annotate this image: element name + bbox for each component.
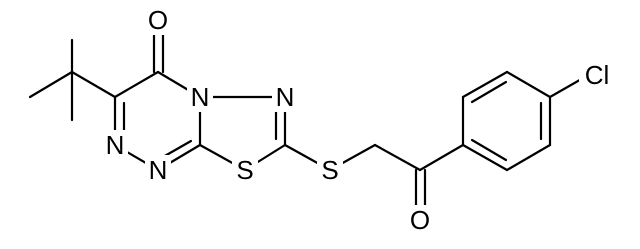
bond-methyl-left: [28, 70, 74, 99]
tert-butyl-group: [28, 38, 117, 122]
bond-ar6-ar1-double: [470, 138, 508, 162]
bond-ch2-co: [373, 143, 422, 172]
atom-labels: O N N S N N S O Cl: [102, 5, 615, 235]
thiadiazole-sulfur-label: S: [236, 155, 253, 185]
carbonyl-group: [152, 28, 165, 74]
bond-c3-c4: [113, 70, 160, 99]
triazinone-ring: [113, 70, 202, 172]
bond-ar2-ar3: [461, 70, 509, 99]
chlorophenyl-ring: [461, 70, 587, 172]
thiadiazole-nitrogen-label: N: [276, 82, 295, 112]
triazinone-nitrogen-3-label: N: [106, 130, 125, 160]
side-chain: [283, 143, 465, 212]
chlorine-label: Cl: [585, 60, 610, 90]
bond-tbutyl-ring: [70, 70, 117, 99]
triazinone-nitrogen-2-label: N: [149, 155, 168, 185]
thioether-sulfur-label: S: [321, 155, 338, 185]
bond-co-aryl: [418, 143, 465, 172]
bond-ar3-ar4: [505, 70, 552, 99]
bond-ar5-ar6: [505, 143, 552, 172]
bond-ar6-ar1: [461, 143, 509, 172]
ketone-oxygen-label: O: [410, 205, 430, 235]
bond-ar2-ar3-double: [470, 80, 508, 104]
carbonyl-oxygen-label: O: [148, 5, 168, 35]
bridgehead-nitrogen-label: N: [191, 82, 210, 112]
